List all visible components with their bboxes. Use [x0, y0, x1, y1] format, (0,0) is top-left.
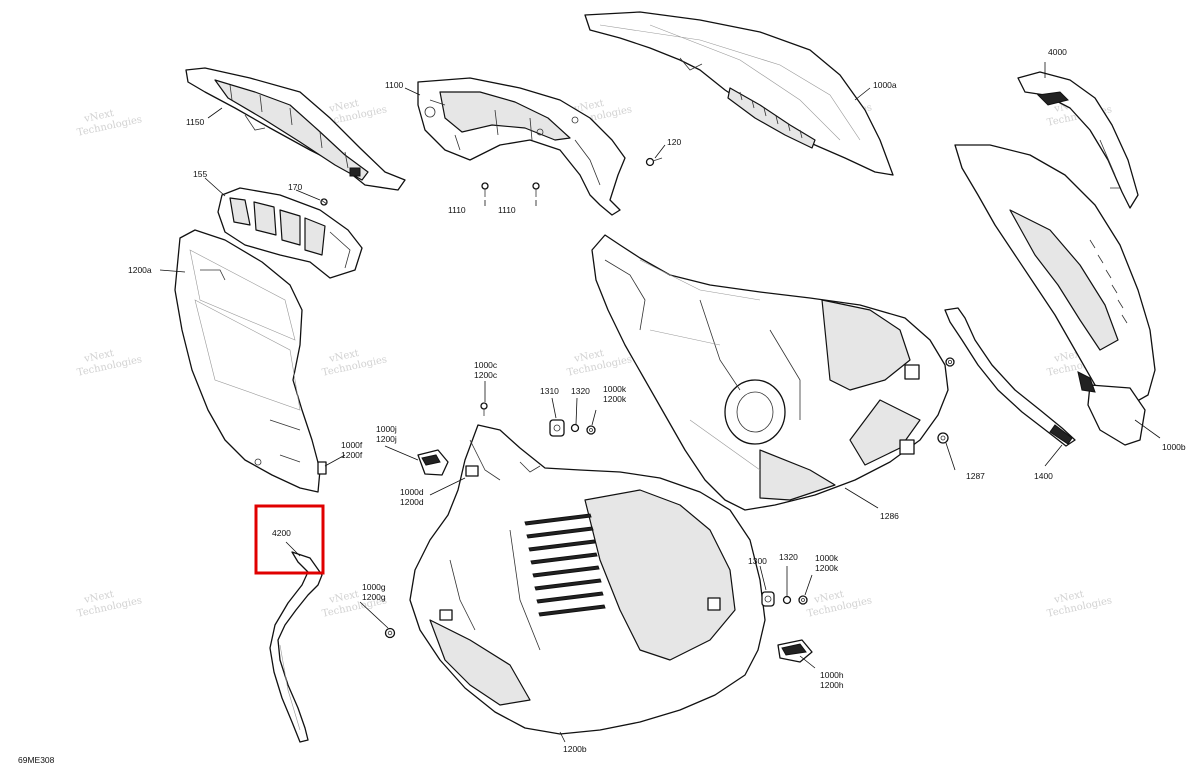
clip-1000j	[417, 449, 449, 476]
label-1320-b: 1320	[779, 552, 798, 562]
diagram-reference-code: 69ME308	[18, 755, 55, 765]
label-1200d: 1200d	[400, 497, 424, 507]
label-1200c: 1200c	[474, 370, 498, 380]
label-4200: 4200	[272, 528, 291, 538]
label-1110-left: 1110	[448, 205, 466, 215]
clip-1000f	[317, 461, 327, 475]
label-155: 155	[193, 169, 207, 179]
label-4000: 4000	[1048, 47, 1067, 57]
label-1000f: 1000f	[341, 440, 363, 450]
label-170: 170	[288, 182, 302, 192]
label-1000g: 1000g	[362, 582, 386, 592]
label-1000a: 1000a	[873, 80, 897, 90]
label-1000d: 1000d	[400, 487, 424, 497]
washer-1320b	[782, 595, 792, 605]
label-1200k-b: 1200k	[815, 563, 839, 573]
screw-1000c	[480, 402, 488, 416]
washer-1287	[937, 432, 949, 444]
label-1400: 1400	[1034, 471, 1053, 481]
label-1000j: 1000j	[376, 424, 397, 434]
clip-1000d	[465, 465, 479, 477]
washer-1287b	[945, 357, 955, 367]
label-1286: 1286	[880, 511, 899, 521]
grommet-1300	[761, 591, 775, 607]
label-1150: 1150	[186, 117, 205, 127]
label-1000k-a: 1000k	[603, 384, 627, 394]
label-1000c: 1000c	[474, 360, 498, 370]
label-120: 120	[667, 137, 681, 147]
screw-120	[645, 157, 663, 167]
leader-lines	[159, 62, 1161, 743]
label-1200g: 1200g	[362, 592, 386, 602]
label-1310: 1310	[540, 386, 559, 396]
label-1200k-a: 1200k	[603, 394, 627, 404]
label-1287: 1287	[966, 471, 985, 481]
screw-1110-left	[481, 182, 489, 197]
washer-1320a	[570, 423, 580, 433]
label-1320-a: 1320	[571, 386, 590, 396]
label-1200b: 1200b	[563, 744, 587, 754]
screw-1110-right	[532, 182, 540, 197]
label-1200j: 1200j	[376, 434, 397, 444]
part-155-grille[interactable]	[217, 187, 363, 279]
label-1000k-b: 1000k	[815, 553, 839, 563]
highlight-box-4200[interactable]: 4200	[254, 504, 325, 575]
part-labels: 1150 1100 1000a 4000 120 1110 1110 155 1…	[128, 47, 1186, 754]
label-1000h: 1000h	[820, 670, 844, 680]
nut-1000k-b	[798, 595, 808, 605]
nut-1000k-a	[586, 425, 596, 435]
part-4000-cover[interactable]	[1017, 71, 1139, 209]
part-1200b-panel[interactable]	[409, 424, 766, 735]
part-1150-bracket[interactable]	[185, 67, 406, 191]
vent-slats	[524, 513, 606, 617]
part-1000a-panel[interactable]	[584, 11, 894, 176]
clip-1000g	[384, 627, 396, 639]
label-1110-right: 1110	[498, 205, 516, 215]
part-1400-trim[interactable]	[944, 307, 1076, 447]
part-1100-bracket[interactable]	[417, 77, 626, 216]
label-1200h: 1200h	[820, 680, 844, 690]
label-1200a: 1200a	[128, 265, 152, 275]
label-1000b: 1000b	[1162, 442, 1186, 452]
part-1286-panel[interactable]	[591, 234, 949, 511]
part-1200a-panel[interactable]	[174, 229, 321, 493]
grommet-1310	[549, 419, 565, 437]
part-4200-trim[interactable]	[269, 551, 323, 743]
clip-1000h	[777, 639, 813, 663]
hardware	[317, 157, 955, 663]
label-1200f: 1200f	[341, 450, 363, 460]
label-1300: 1300	[748, 556, 767, 566]
part-1000b-panel[interactable]	[954, 144, 1156, 446]
screw-170	[320, 198, 328, 206]
label-1100: 1100	[385, 80, 404, 90]
